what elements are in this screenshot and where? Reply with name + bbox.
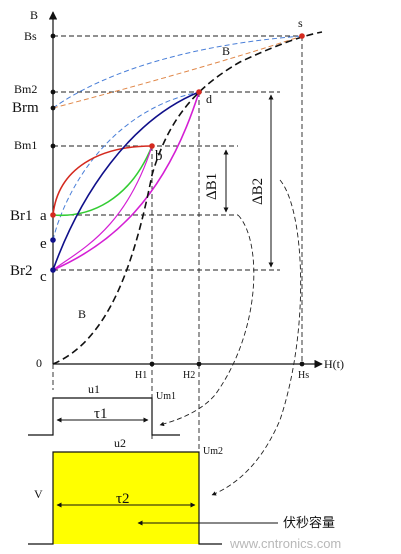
light-blue-dashed-lower xyxy=(52,91,200,241)
point-a-marker xyxy=(50,212,56,218)
upper-b-label: B xyxy=(222,44,230,58)
h2-axis-dot xyxy=(196,361,202,367)
y-axis-label: B xyxy=(30,8,38,22)
light-blue-dashed-upper xyxy=(52,35,303,109)
pulse2-amplitude-label: u2 xyxy=(114,436,126,450)
bs-label: Bs xyxy=(24,29,37,43)
point-a-label: a xyxy=(40,208,47,224)
navy-curve xyxy=(52,91,200,271)
origin-label: 0 xyxy=(36,356,42,370)
pulse2-width-label: τ2 xyxy=(116,491,130,507)
h1-label: H1 xyxy=(135,370,147,381)
brm-axis-dot xyxy=(50,105,56,111)
volt-second-area xyxy=(53,452,199,544)
watermark: www.cntronics.com xyxy=(229,536,341,551)
pulse1-amplitude-label: u1 xyxy=(88,382,100,396)
point-s-label: s xyxy=(298,16,303,30)
bm2-axis-dot xyxy=(50,89,56,95)
orange-dashed-curve xyxy=(52,35,303,109)
pulse1-width-label: τ1 xyxy=(94,406,108,422)
br1-label: Br1 xyxy=(10,208,33,224)
bm1-axis-dot xyxy=(50,143,56,149)
point-s-marker xyxy=(299,33,305,39)
point-b-marker xyxy=(149,143,155,149)
point-b-label: b xyxy=(155,148,163,164)
green-curve xyxy=(52,145,153,217)
pulse2-voltage-label: V xyxy=(34,487,43,501)
area-label: 伏秒容量 xyxy=(283,515,335,531)
h1-axis-dot xyxy=(149,361,155,367)
point-c-marker xyxy=(50,267,56,273)
initial-magnetization-curve xyxy=(52,31,323,365)
lower-b-label: B xyxy=(78,307,86,321)
pulse1-peak-label: Um1 xyxy=(156,391,176,402)
pulse2-peak-label: Um2 xyxy=(203,446,223,457)
x-axis-label: H(t) xyxy=(324,357,344,371)
pulse2-waveform xyxy=(28,451,222,545)
magenta-lower-curve xyxy=(52,145,153,271)
red-curve xyxy=(52,145,153,216)
hs-axis-dot xyxy=(299,361,305,367)
brm-label: Brm xyxy=(12,100,39,116)
bs-axis-dot xyxy=(50,33,56,39)
h2-label: H2 xyxy=(183,370,195,381)
point-c-label: c xyxy=(40,269,47,285)
magenta-curve xyxy=(52,91,200,271)
pulse1-waveform xyxy=(28,397,180,436)
delta-b2-label: ΔB2 xyxy=(250,178,266,205)
br2-label: Br2 xyxy=(10,263,33,279)
bm2-label: Bm2 xyxy=(14,82,37,96)
bm1-label: Bm1 xyxy=(14,138,37,152)
point-d-marker xyxy=(196,89,202,95)
delta-b2-to-pulse2-arrow xyxy=(211,179,302,496)
point-d-label: d xyxy=(206,92,212,106)
point-e-marker xyxy=(50,237,56,243)
point-e-label: e xyxy=(40,236,47,252)
hs-label: Hs xyxy=(298,370,309,381)
delta-b1-label: ΔB1 xyxy=(204,173,220,200)
